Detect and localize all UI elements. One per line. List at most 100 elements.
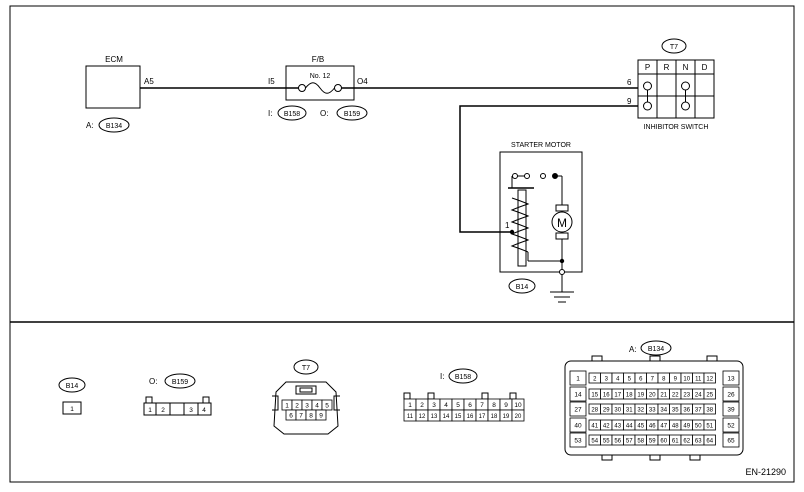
connector-pin: 7 [299,412,303,419]
svg-text:3: 3 [189,407,193,414]
connector-pin: 64 [706,438,713,444]
starter-motor: STARTER MOTOR 1 M B14 [499,142,583,303]
motor-symbol: M [557,216,567,230]
connector-pin: 47 [660,423,667,429]
connector-pin: 3 [432,402,436,409]
connector-pin: 5 [456,402,460,409]
connector-pin: 25 [706,392,713,398]
starter-label: STARTER MOTOR [511,142,571,149]
connector-pin: 15 [455,414,462,420]
connector-pin: 22 [672,392,679,398]
connector-pin: 24 [695,392,702,398]
connector-pin: 42 [603,423,610,429]
connector-pin: 12 [706,376,713,382]
fb-box [285,65,355,101]
starter-box [499,151,583,273]
connector-pin: 6 [639,376,643,382]
connector-pin: 14 [574,391,582,398]
motor-circle [551,211,573,233]
connector-pin: 2 [420,402,424,409]
connector-pin: 17 [479,414,486,420]
connector-pin: 9 [504,402,508,409]
diagram-frame [9,5,795,483]
position-r: R [664,63,670,72]
connector-pin: 30 [614,407,621,413]
connector-pin: 21 [660,392,667,398]
connector-b159: O: B159 1 2 3 4 [143,373,212,416]
connector-pin: 5 [325,402,329,409]
connector-t7-label: T7 [302,365,310,372]
fb-label: F/B [312,55,324,64]
connector-pin: 52 [727,422,735,429]
connector-pin: 6 [289,412,293,419]
fb-out-connector-oval [336,105,368,121]
connector-pin: 4 [444,402,448,409]
connector-pin: 17 [614,392,621,398]
ecm-connector-label: B134 [106,123,122,130]
connector-pin: 3 [305,402,309,409]
connector-pin: 7 [651,376,655,382]
inhibitor-label: INHIBITOR SWITCH [644,124,709,131]
svg-text:4: 4 [202,407,206,414]
svg-text:1: 1 [70,406,74,413]
fb-out-prefix: O: [320,109,328,118]
connector-pin: 44 [626,423,633,429]
inhibitor-connector: T7 [670,44,678,51]
diagram-code: EN-21290 [745,467,786,477]
starter-connector: B14 [516,284,529,291]
svg-text:2: 2 [161,407,165,414]
connector-pin: 12 [419,414,426,420]
connector-pin: 36 [683,407,690,413]
wire-inhibitor-starter [459,105,638,233]
connector-b134-label: B134 [648,346,664,353]
connector-pin: 13 [727,375,735,382]
connector-pin: 26 [727,391,735,398]
connector-pin: 28 [591,407,598,413]
connector-pin: 50 [695,423,702,429]
ecm-unit: ECM A5 A: B134 [85,55,154,133]
connector-pin: 51 [706,423,713,429]
fb-out-terminal: O4 [357,77,368,86]
connector-pin: 20 [515,414,522,420]
starter-pin-1: 1 [505,221,510,230]
connector-pin: 8 [309,412,313,419]
connector-pin: 2 [593,376,597,382]
position-d: D [702,63,708,72]
connector-pin: 16 [603,392,610,398]
fb-in-terminal: I5 [268,77,275,86]
connector-pin: 60 [660,438,667,444]
fb-in-prefix: I: [268,109,272,118]
connector-pin: 4 [315,402,319,409]
position-n: N [683,63,689,72]
connector-pin: 27 [574,406,582,413]
connector-pin: 1 [408,402,412,409]
ecm-connector-prefix: A: [86,121,94,130]
connector-pin: 62 [683,438,690,444]
inhibitor-switch: T7 P R N D 6 9 INHIBITOR SWITCH [627,38,715,131]
connector-pin: 43 [614,423,621,429]
svg-text:1: 1 [148,407,152,414]
fuse-element [305,82,335,94]
connector-b14: B14 1 [58,377,86,415]
fuse-terminal-left [298,84,306,92]
connector-pin: 3 [605,376,609,382]
connector-pin: 31 [626,407,633,413]
connector-pin: 19 [503,414,510,420]
connector-pin: 8 [492,402,496,409]
connector-pin: 39 [727,406,735,413]
connector-pin: 16 [467,414,474,420]
ecm-box [85,65,141,109]
connector-b158-prefix: I: [440,372,444,381]
connector-pin: 55 [603,438,610,444]
connector-b159-prefix: O: [149,377,157,386]
connector-pin: 33 [649,407,656,413]
inhibitor-pin-6: 6 [627,78,632,87]
connector-pin: 2 [295,402,299,409]
connector-pin: 38 [706,407,713,413]
connector-pin: 10 [683,376,690,382]
connector-pin: 5 [628,376,632,382]
fuse-box: F/B No. 12 I5 O4 I: B158 O: B159 [268,55,368,121]
